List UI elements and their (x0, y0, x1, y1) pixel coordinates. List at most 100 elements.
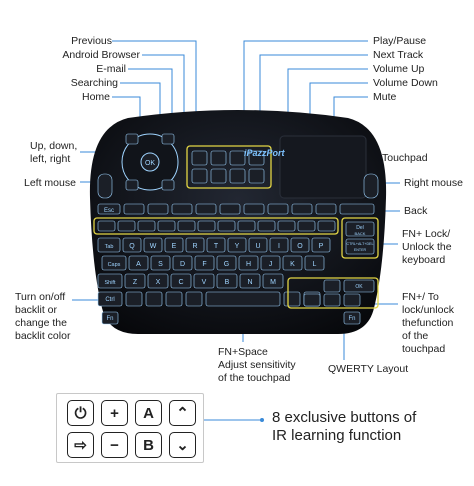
fn-lock-block (341, 217, 379, 259)
number-key (177, 220, 196, 232)
key-label-l: L (313, 261, 317, 268)
label-fn-space-2: Adjust sensitivity (218, 359, 296, 371)
number-key (297, 220, 316, 232)
key-tab (97, 237, 121, 253)
key-label-u: U (255, 243, 260, 250)
key-label-y: Y (235, 243, 240, 250)
key-s (150, 255, 171, 271)
key-x (147, 273, 169, 289)
label-fn-lock-3: keyboard (402, 254, 446, 266)
label-left-right: left, right (30, 153, 71, 165)
label-left-mouse: Left mouse (24, 177, 76, 189)
key-w (143, 237, 163, 253)
label-fn-lock-2: Unlock the (402, 241, 452, 253)
key-label-f: F (202, 261, 206, 268)
ok-button (140, 152, 160, 172)
del-back-key (345, 221, 375, 237)
ir-chevron-up-icon: ⌃ (169, 400, 196, 426)
key-m (262, 273, 284, 289)
ir-a-key: A (135, 400, 162, 426)
label-home: Home (81, 91, 110, 103)
key-i (269, 237, 289, 253)
number-key (317, 220, 336, 232)
key-k (282, 255, 303, 271)
number-key (137, 220, 156, 232)
touchpad (279, 135, 367, 199)
key-caps (101, 255, 127, 271)
keyboard-body: OK (89, 110, 387, 334)
brand-logo: iPazzPort (244, 148, 285, 158)
svg-text:Fn: Fn (106, 316, 113, 322)
key-d (172, 255, 193, 271)
key-label-v: V (202, 279, 207, 286)
svg-text:Del: Del (356, 225, 364, 231)
key-u (248, 237, 268, 253)
key-label-i: I (278, 243, 280, 250)
label-back: Back (404, 205, 428, 217)
key-p (311, 237, 331, 253)
label-fn-slash-5: touchpad (402, 343, 446, 355)
left-mouse-button (97, 173, 113, 199)
number-row-block (93, 217, 339, 235)
key-label-p: P (319, 243, 324, 250)
key-label-d: D (180, 261, 185, 268)
label-next-track: Next Track (373, 49, 424, 61)
label-right-mouse: Right mouse (404, 177, 463, 189)
label-fn-lock-1: FN+ Lock/ (402, 228, 451, 240)
key-shift (97, 273, 123, 289)
label-backlit-4: backlit color (15, 330, 71, 342)
label-android-browser: Android Browser (62, 49, 140, 61)
ir-learning-panel: ⏻ + A ⌃ ⇨ − B ⌄ (56, 393, 204, 463)
label-email: E-mail (96, 63, 126, 75)
key-label-j: J (269, 261, 273, 268)
number-key (157, 220, 176, 232)
key-t (206, 237, 226, 253)
key-f (194, 255, 215, 271)
key-r (185, 237, 205, 253)
ir-chevron-down-icon: ⌄ (169, 432, 196, 458)
key-a (128, 255, 149, 271)
key-c (170, 273, 192, 289)
label-fn-space-3: of the touchpad (218, 372, 291, 384)
key-g (216, 255, 237, 271)
key-j (260, 255, 281, 271)
label-volume-down: Volume Down (373, 77, 438, 89)
label-mute: Mute (373, 91, 397, 103)
key-label-w: W (150, 243, 157, 250)
label-backlit-1: Turn on/off (15, 291, 66, 303)
svg-text:BACK: BACK (355, 231, 366, 236)
key-b (216, 273, 238, 289)
svg-text:ENTER: ENTER (354, 248, 367, 252)
key-label-s: S (158, 261, 163, 268)
ir-input-icon: ⇨ (67, 432, 94, 458)
key-label-a: A (136, 261, 141, 268)
ir-plus-key: + (101, 400, 128, 426)
keyboard-illustration: OK (88, 108, 388, 336)
key-label-h: H (246, 261, 251, 268)
key-label-b: B (225, 279, 230, 286)
label-volume-up: Volume Up (373, 63, 425, 75)
label-up-down: Up, down, (30, 140, 78, 152)
label-backlit-3: change the (15, 317, 67, 329)
key-label-g: G (224, 261, 229, 268)
ir-caption-line1: 8 exclusive buttons of (272, 409, 417, 426)
label-fn-slash-4: of the (402, 330, 429, 342)
key-label-shift: Shift (104, 280, 115, 286)
label-fn-slash-3: thefunction (402, 317, 454, 329)
number-key (197, 220, 216, 232)
label-fn-space-1: FN+Space (218, 346, 268, 358)
key-e (164, 237, 184, 253)
key-label-k: K (290, 261, 295, 268)
arrow-block (287, 277, 379, 309)
key-n (239, 273, 261, 289)
key-label-caps: Caps (108, 262, 121, 268)
key-z (124, 273, 146, 289)
key-o (290, 237, 310, 253)
key-label-c: C (178, 279, 183, 286)
number-key (257, 220, 276, 232)
label-previous: Previous (71, 35, 112, 47)
number-key (277, 220, 296, 232)
key-v (193, 273, 215, 289)
key-q (122, 237, 142, 253)
key-label-q: Q (129, 243, 135, 250)
